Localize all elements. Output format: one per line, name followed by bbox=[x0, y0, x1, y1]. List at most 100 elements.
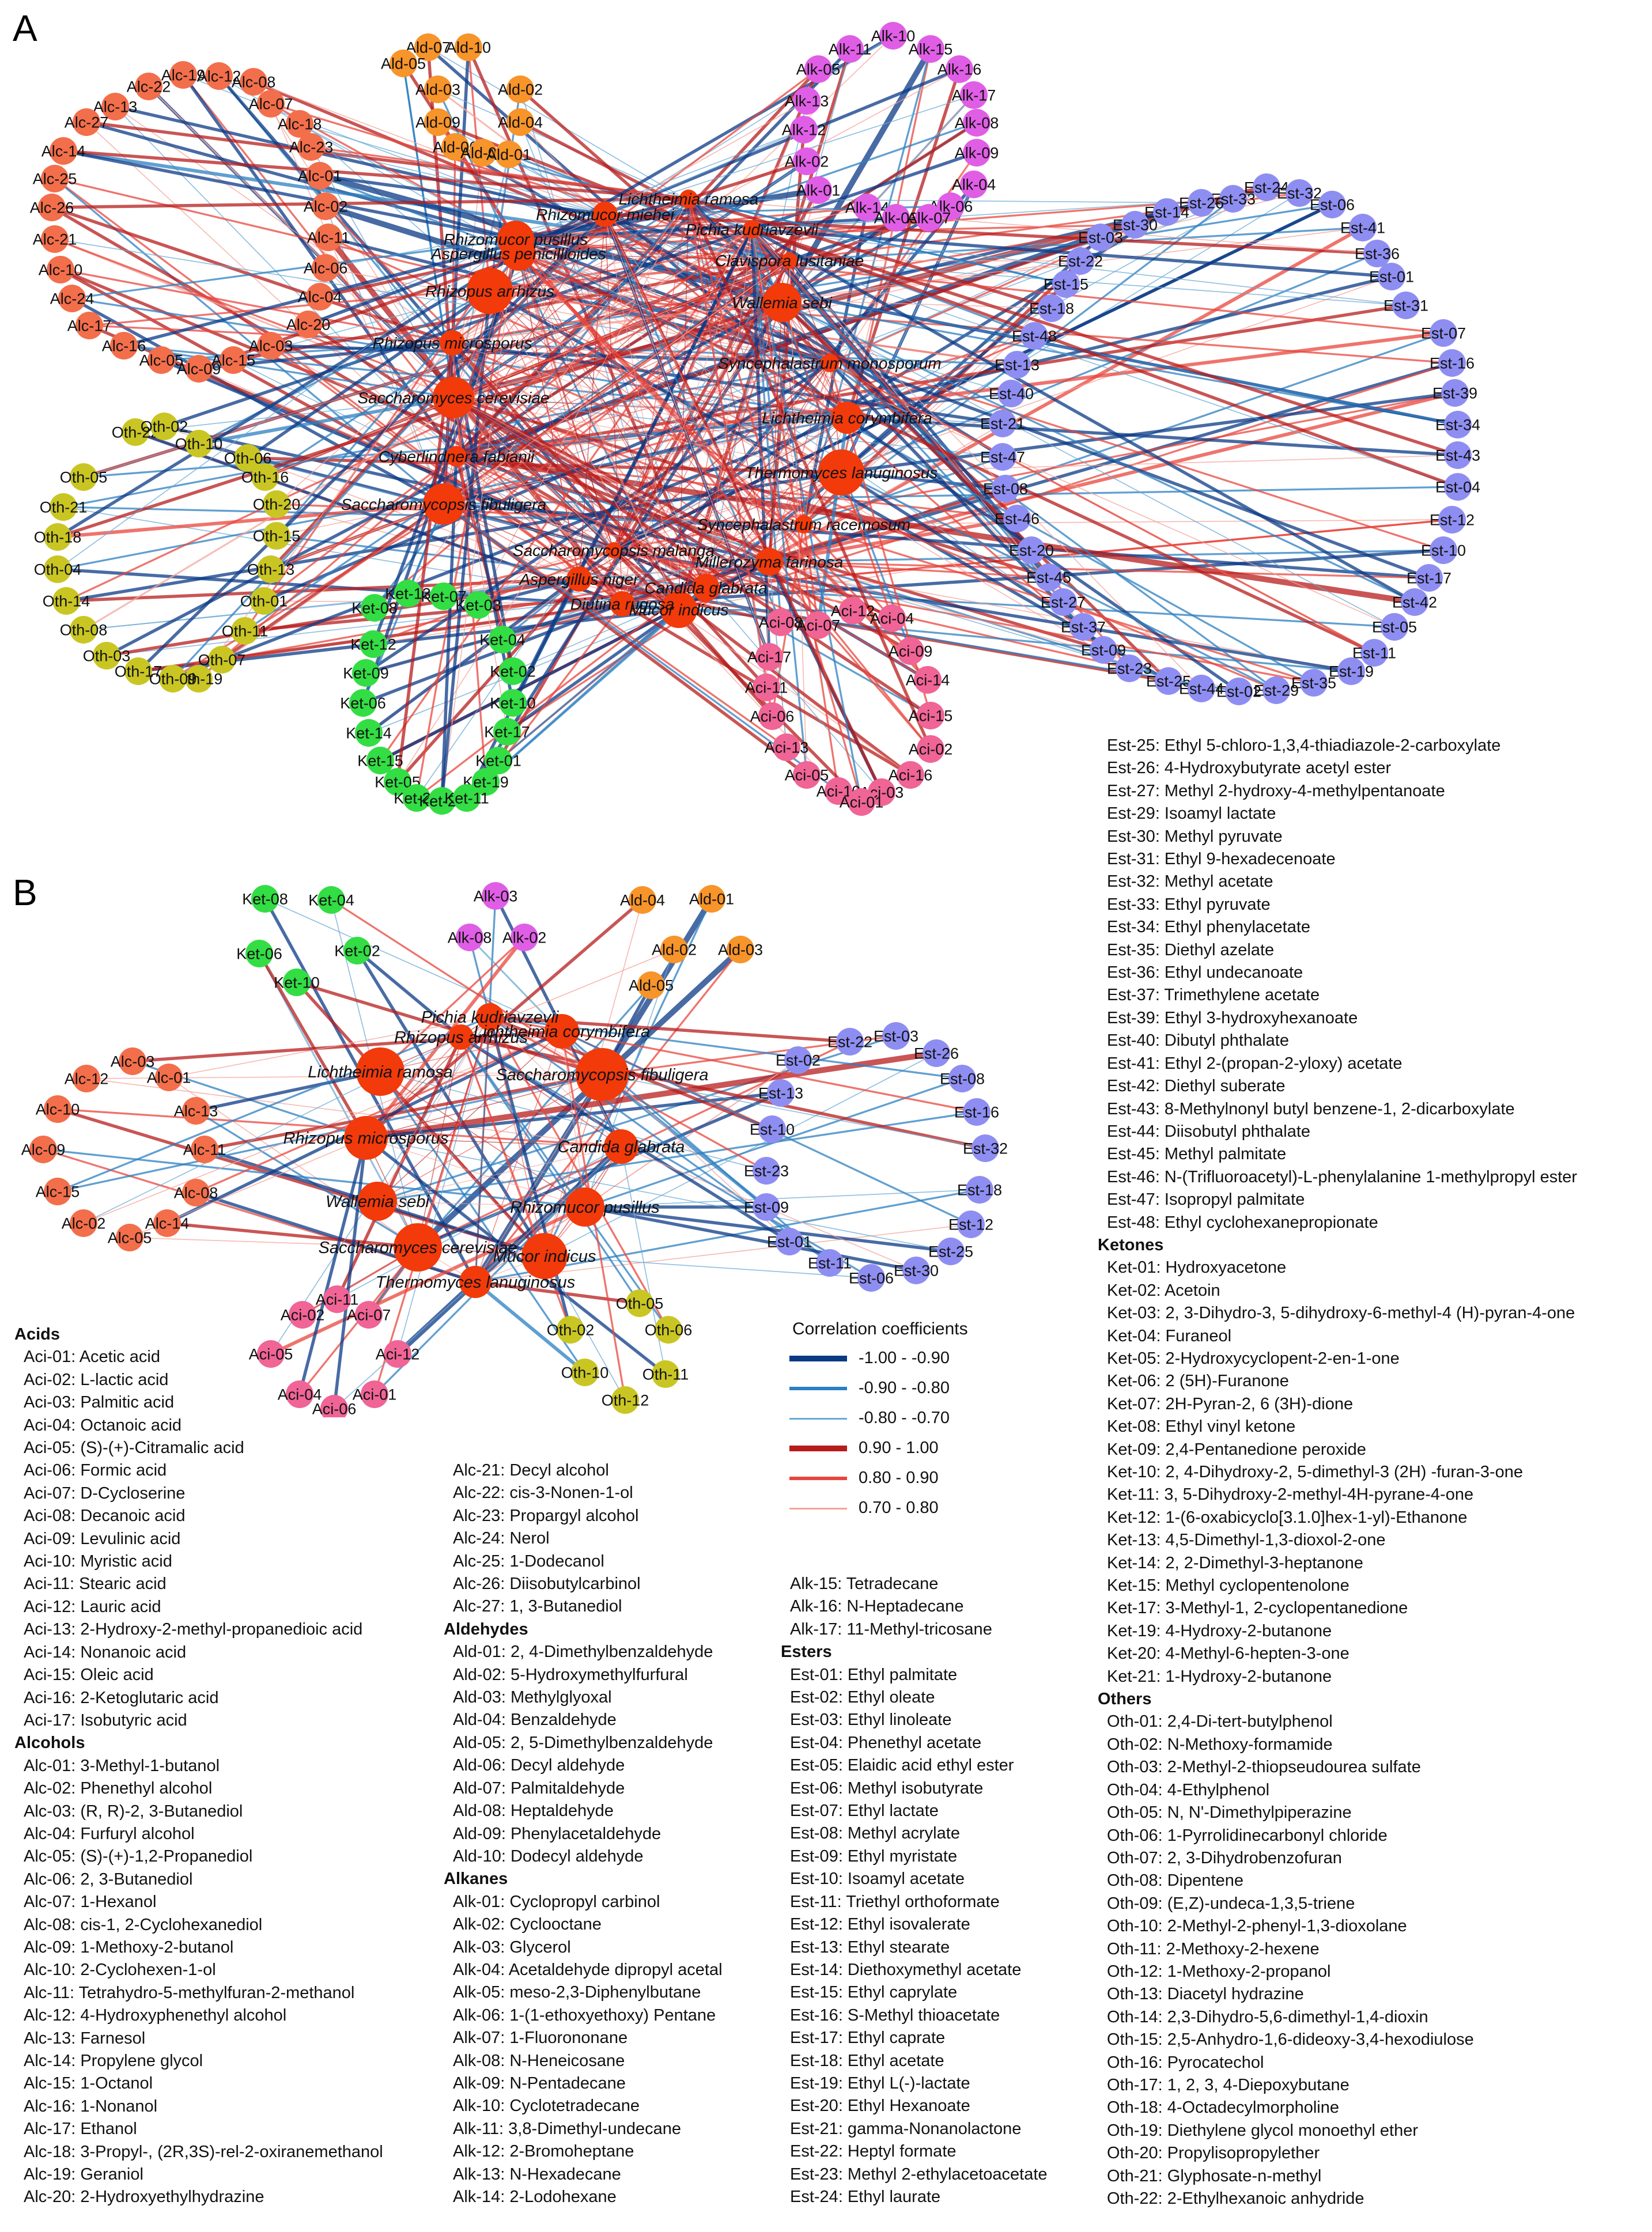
legend-compound-entry: Aci-14: Nonanoic acid bbox=[24, 1643, 187, 1662]
network-b-node bbox=[637, 971, 665, 999]
network-a-edge bbox=[443, 503, 839, 792]
network-a-node bbox=[1049, 588, 1077, 616]
network-b-node-label: Aci-07 bbox=[347, 1306, 391, 1323]
network-a-node-label: Est-03 bbox=[1078, 229, 1123, 246]
network-a-microbe-label: Millerozyma farinosa bbox=[695, 553, 844, 571]
network-b-node-label: Aci-02 bbox=[281, 1306, 325, 1323]
network-a-microbe-label: Syncephalastrum racemosum bbox=[697, 516, 910, 534]
network-a-node bbox=[455, 33, 482, 61]
network-a-node bbox=[424, 75, 452, 103]
network-a-node-label: Est-37 bbox=[1061, 618, 1106, 635]
network-a-node bbox=[499, 657, 527, 685]
network-b-microbe-label: Rhizomucor pusillus bbox=[510, 1198, 660, 1217]
network-a-node bbox=[52, 587, 80, 615]
network-a-microbe-edge bbox=[489, 290, 706, 588]
network-a-node-label: Est-25 bbox=[1146, 672, 1191, 690]
network-b-node bbox=[323, 1285, 351, 1313]
legend-compound-entry: Est-05: Elaidic acid ethyl ester bbox=[790, 1756, 1014, 1775]
network-b-microbe-node bbox=[459, 1266, 492, 1298]
legend-compound-entry: Est-23: Methyl 2-ethylacetoacetate bbox=[790, 2165, 1048, 2184]
network-a-node bbox=[414, 33, 442, 61]
network-a-edge bbox=[515, 129, 804, 240]
network-b-node bbox=[611, 1386, 639, 1414]
network-a-edge bbox=[687, 198, 932, 750]
network-a-node-label: Est-44 bbox=[1179, 680, 1224, 697]
network-a-node bbox=[73, 108, 100, 136]
legend-compound-entry: Alk-07: 1-Fluorononane bbox=[453, 2029, 628, 2048]
network-b-microbe-label: Lichtheimia ramosa bbox=[308, 1063, 452, 1081]
network-a-microbe-node bbox=[610, 591, 635, 616]
correlation-legend-label: -0.80 - -0.70 bbox=[859, 1409, 950, 1427]
network-a-node bbox=[44, 523, 71, 551]
network-b-node-label: Est-25 bbox=[928, 1243, 973, 1260]
network-a-node-label: Est-34 bbox=[1435, 416, 1480, 433]
network-a-node bbox=[493, 718, 521, 746]
network-a-edge bbox=[769, 517, 1018, 563]
network-a-edge bbox=[137, 213, 606, 672]
legend-compound-entry: Alk-08: N-Heneicosane bbox=[453, 2051, 625, 2070]
network-a-microbe-node bbox=[446, 446, 467, 467]
legend-compound-entry: Alk-03: Glycerol bbox=[453, 1938, 571, 1957]
network-a-node-label: Alc-21 bbox=[33, 230, 77, 248]
network-a-edge bbox=[515, 238, 1458, 426]
network-a-node bbox=[70, 463, 97, 491]
legend-category-heading: Acids bbox=[14, 1325, 60, 1344]
network-a-node-label: Est-32 bbox=[1277, 184, 1322, 202]
network-a-microbe-node bbox=[423, 483, 464, 525]
network-a-node bbox=[1003, 351, 1031, 379]
network-a-node-label: Alk-10 bbox=[871, 27, 916, 44]
network-b-edge bbox=[460, 1036, 872, 1279]
network-a-edge bbox=[789, 226, 1363, 262]
network-b-edge bbox=[460, 1035, 986, 1150]
network-b-node bbox=[626, 1289, 653, 1317]
network-a-node bbox=[263, 490, 290, 518]
network-b-edge bbox=[132, 1030, 562, 1063]
network-a-node bbox=[101, 93, 129, 120]
network-a-edge bbox=[751, 198, 1234, 230]
network-a-node-label: Oth-05 bbox=[60, 468, 108, 486]
network-a-node bbox=[1188, 675, 1215, 702]
network-a-node-label: Ald-03 bbox=[415, 81, 460, 98]
network-a-microbe-edge bbox=[518, 229, 753, 254]
network-a-node bbox=[1381, 613, 1408, 641]
network-a-node bbox=[989, 410, 1016, 437]
network-a-edge bbox=[319, 175, 519, 255]
network-a-node bbox=[1219, 185, 1247, 213]
network-a-edge bbox=[452, 68, 819, 344]
network-a-node bbox=[963, 109, 991, 137]
network-a-node-label: Alc-04 bbox=[298, 288, 342, 305]
network-b-node bbox=[571, 1359, 599, 1386]
network-a-node-label: Est-06 bbox=[1310, 196, 1355, 213]
network-a-node-label: Alk-02 bbox=[785, 153, 829, 170]
network-b-node-label: Aci-04 bbox=[278, 1386, 322, 1403]
network-a-node bbox=[1018, 536, 1045, 564]
legend-compound-entry: Est-12: Ethyl isovalerate bbox=[790, 1915, 970, 1934]
network-b-edge bbox=[258, 952, 368, 1139]
network-a-microbe-edge bbox=[453, 397, 848, 418]
network-a-node bbox=[1441, 379, 1469, 407]
legend-compound-entry: Ket-09: 2,4-Pentanedione peroxide bbox=[1107, 1440, 1366, 1459]
network-b-node bbox=[857, 1264, 885, 1292]
network-a-microbe-edge bbox=[443, 504, 614, 551]
network-a-node bbox=[366, 747, 394, 774]
network-b-microbe-label: Wallemia sebi bbox=[326, 1193, 430, 1211]
legend-category-heading: Others bbox=[1098, 1690, 1152, 1709]
network-b-node bbox=[182, 1179, 210, 1206]
legend-compound-entry: Aci-17: Isobutyric acid bbox=[24, 1711, 187, 1730]
network-a-node bbox=[1153, 198, 1181, 226]
network-b-node-label: Est-18 bbox=[957, 1181, 1002, 1198]
network-a-node bbox=[185, 665, 213, 693]
network-b-microbe-label: Rhizopus microsporus bbox=[283, 1129, 449, 1148]
legend-compound-entry: Aci-13: 2-Hydroxy-2-methyl-propanedioic … bbox=[24, 1620, 363, 1639]
network-b-node bbox=[119, 1047, 146, 1075]
legend-compound-entry: Ald-08: Heptaldehyde bbox=[453, 1802, 614, 1821]
network-a-node-label: Aci-06 bbox=[750, 708, 795, 725]
legend-compound-entry: Est-25: Ethyl 5-chloro-1,3,4-thiadiazole… bbox=[1107, 736, 1501, 755]
network-a-microbe-edge bbox=[622, 362, 830, 604]
network-b-node-label: Alc-12 bbox=[65, 1070, 109, 1087]
network-a-node bbox=[441, 133, 469, 161]
network-b-microbe-edge bbox=[475, 1016, 490, 1283]
network-a-node bbox=[355, 719, 383, 747]
correlation-legend-label: 0.80 - 0.90 bbox=[859, 1469, 939, 1487]
network-a-node bbox=[793, 761, 821, 789]
